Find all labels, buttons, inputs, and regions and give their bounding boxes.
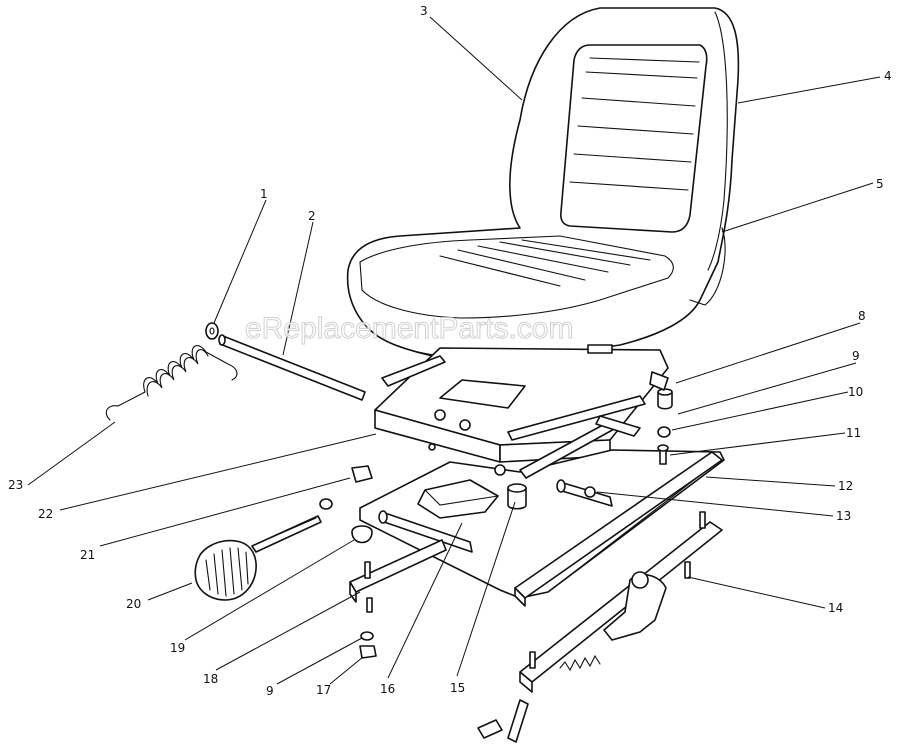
callout-4: 4 (884, 69, 892, 83)
callout-10: 10 (848, 385, 863, 399)
callout-8: 8 (858, 309, 866, 323)
callout-5: 5 (876, 177, 884, 191)
callout-1: 1 (260, 187, 268, 201)
callout-3: 3 (420, 4, 428, 18)
seat (346, 7, 740, 363)
callout-12: 12 (838, 479, 853, 493)
callout-16: 16 (380, 682, 395, 696)
slide-rail-left (477, 511, 723, 743)
scissor-base (359, 415, 725, 599)
callout-23: 23 (8, 478, 23, 492)
callout-9-upper: 9 (852, 349, 860, 363)
callout-21: 21 (80, 548, 95, 562)
callout-18: 18 (203, 672, 218, 686)
tension-spring (105, 345, 238, 421)
leader-lines (27, 16, 881, 685)
callout-22: 22 (38, 507, 53, 521)
callout-labels: 1 2 3 4 5 8 9 10 11 12 13 14 15 16 17 9 … (8, 4, 892, 698)
front-bracket (349, 539, 447, 613)
callout-13: 13 (836, 509, 851, 523)
suspension-top-plate (374, 344, 669, 463)
callout-9-lower: 9 (266, 684, 274, 698)
adjustment-knob (194, 515, 322, 601)
callout-11: 11 (846, 426, 861, 440)
callout-20: 20 (126, 597, 141, 611)
callout-19: 19 (170, 641, 185, 655)
callout-2: 2 (308, 209, 316, 223)
watermark-text: eReplacementParts.com (245, 312, 573, 345)
callout-14: 14 (828, 601, 843, 615)
callout-17: 17 (316, 683, 331, 697)
hardware (205, 322, 673, 659)
callout-15: 15 (450, 681, 465, 695)
